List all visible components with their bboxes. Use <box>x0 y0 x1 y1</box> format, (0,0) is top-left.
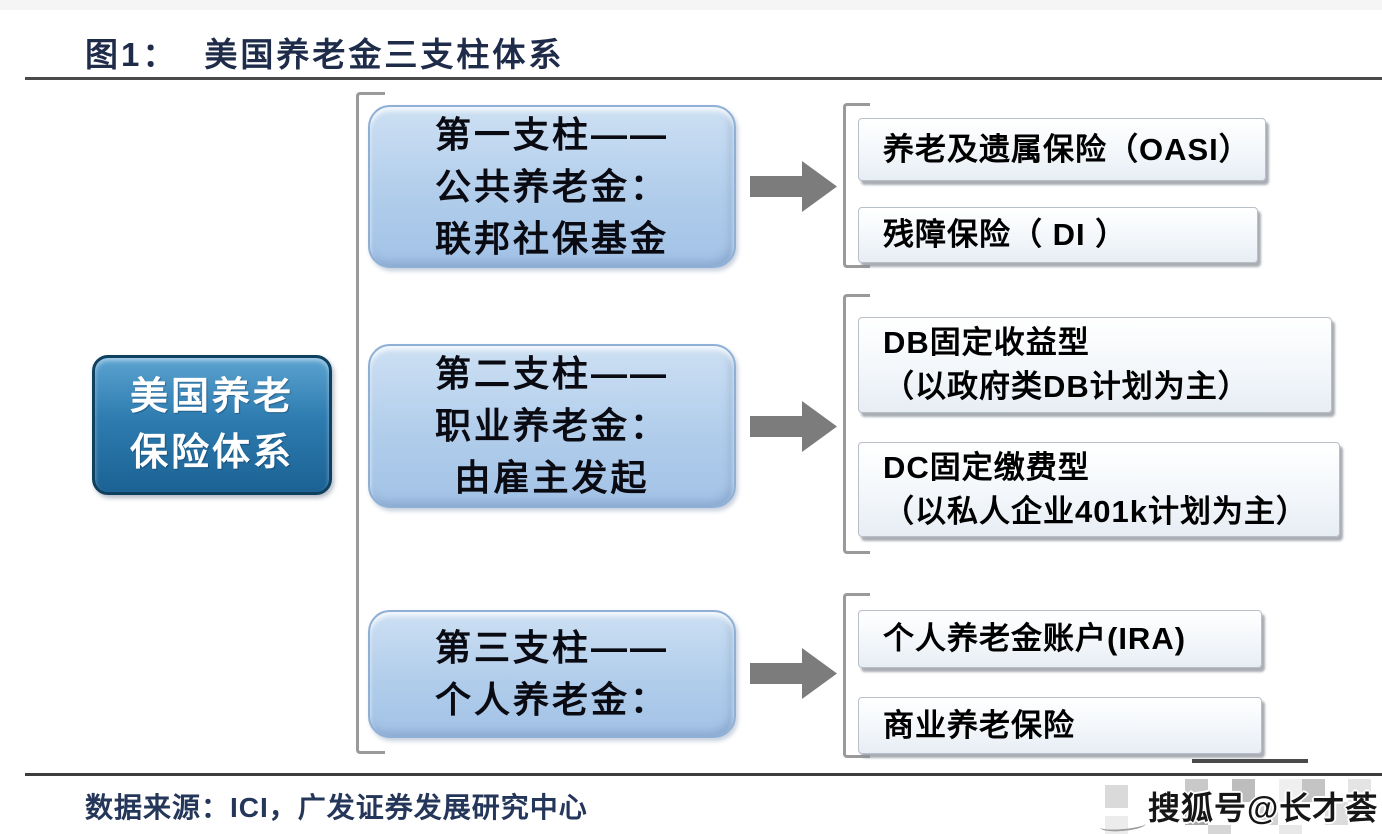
top-strip <box>0 0 1382 10</box>
root-node-us-pension-system: 美国养老 保险体系 <box>92 355 332 495</box>
right-arrow-icon <box>750 161 837 212</box>
leaf-line: 养老及遗属保险（OASI） <box>883 131 1251 167</box>
pillar-line: 个人养老金： <box>434 679 669 720</box>
figure-label: 图1： <box>85 36 179 73</box>
group-1-bracket <box>843 103 870 268</box>
group-3-bracket <box>843 593 870 758</box>
root-line: 美国养老 <box>129 376 294 418</box>
watermark-square <box>1232 779 1255 802</box>
leaf-line: 商业养老保险 <box>883 707 1075 743</box>
pillars-bracket <box>356 92 385 754</box>
leaf-ira: 个人养老金账户(IRA) <box>858 610 1262 668</box>
leaf-line: DC固定缴费型 <box>883 449 1090 485</box>
leaf-oasi: 养老及遗属保险（OASI） <box>858 118 1266 181</box>
watermark-square <box>1348 779 1371 802</box>
pillar-2-occupational-pension: 第二支柱—— 职业养老金： 由雇主发起 <box>368 344 736 508</box>
pillar-3-personal-pension: 第三支柱—— 个人养老金： <box>368 610 736 738</box>
watermark-square <box>1255 802 1278 825</box>
leaf-commercial-insurance: 商业养老保险 <box>858 697 1262 754</box>
leaf-dc-plan: DC固定缴费型 （以私人企业401k计划为主） <box>858 442 1340 537</box>
root-line: 保险体系 <box>129 432 294 474</box>
data-source-note: 数据来源：ICI，广发证券发展研究中心 <box>85 792 588 823</box>
leaf-db-plan: DB固定收益型 （以政府类DB计划为主） <box>858 317 1332 413</box>
watermark-square <box>1185 779 1208 802</box>
watermark-square <box>1208 825 1231 834</box>
footer-divider <box>25 773 1382 776</box>
watermark-square <box>1302 779 1325 802</box>
leaf-line: 残障保险（ DI ） <box>883 217 1128 252</box>
pillar-line: 由雇主发起 <box>454 457 650 498</box>
dark-dash-mark <box>1192 759 1308 763</box>
leaf-line: DB固定收益型 <box>883 325 1090 360</box>
leaf-di: 残障保险（ DI ） <box>858 207 1258 263</box>
pillar-line: 第三支柱—— <box>434 627 669 668</box>
pillar-line: 第二支柱—— <box>434 353 669 394</box>
figure-title-text: 美国养老金三支柱体系 <box>204 36 565 73</box>
figure-title: 图1： 美国养老金三支柱体系 <box>85 28 564 76</box>
title-divider <box>25 77 1382 80</box>
group-2-bracket <box>843 294 870 554</box>
leaf-line: （以政府类DB计划为主） <box>883 369 1250 404</box>
leaf-line: 个人养老金账户(IRA) <box>883 621 1187 656</box>
watermark-square <box>1279 779 1302 802</box>
leaf-line: （以私人企业401k计划为主） <box>883 493 1308 529</box>
watermark-square <box>1105 816 1128 834</box>
pillar-1-public-pension: 第一支柱—— 公共养老金： 联邦社保基金 <box>368 105 736 268</box>
pillar-line: 职业养老金： <box>434 405 669 446</box>
watermark-square <box>1325 802 1348 825</box>
watermark-square <box>1185 802 1208 825</box>
pillar-line: 公共养老金： <box>434 165 669 207</box>
pillar-line: 第一支柱—— <box>434 113 669 155</box>
watermark-square <box>1279 825 1302 834</box>
sohu-watermark: 搜狐号@长才荟 <box>1148 790 1379 826</box>
right-arrow-icon <box>750 401 837 452</box>
watermark-square <box>1105 785 1128 808</box>
pillar-line: 联邦社保基金 <box>434 217 669 259</box>
right-arrow-icon <box>750 648 837 699</box>
